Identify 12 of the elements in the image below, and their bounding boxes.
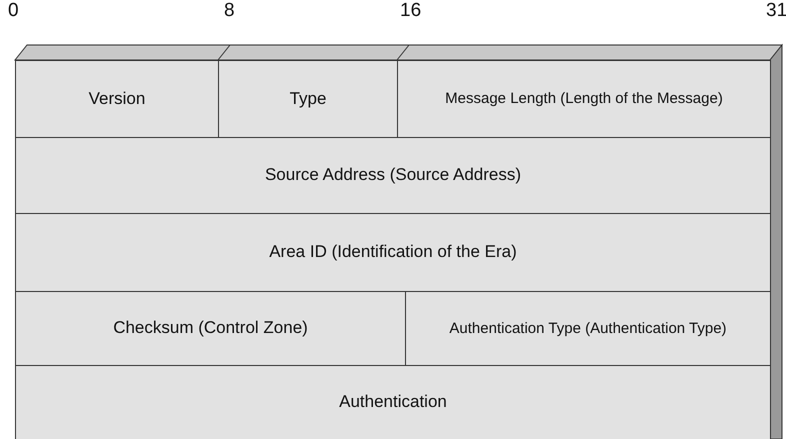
header-field: Checksum (Control Zone) [15,291,406,366]
header-field: Source Address (Source Address) [15,137,771,214]
header-field: Area ID (Identification of the Era) [15,213,771,292]
bit-position-label: 16 [400,0,422,22]
bit-position-label: 31 [766,0,786,22]
header-field: Message Length (Length of the Message) [397,60,771,138]
header-field: Type [218,60,398,138]
bit-position-label: 0 [8,0,19,22]
header-field: Authentication [15,365,771,439]
header-field: Version [15,60,219,138]
header-field: Authentication Type (Authentication Type) [405,291,771,366]
bit-position-label: 8 [224,0,235,22]
